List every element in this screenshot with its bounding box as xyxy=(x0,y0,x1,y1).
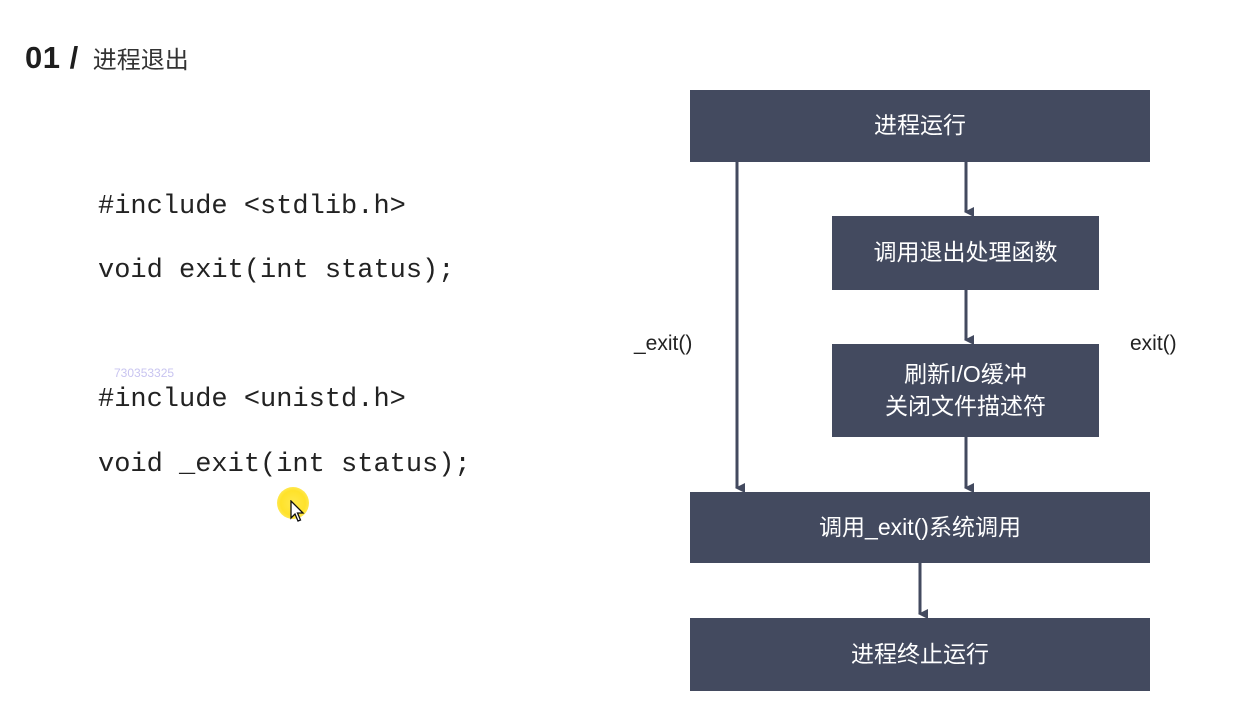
watermark: 730353325 xyxy=(114,366,175,380)
label-exit: exit() xyxy=(1130,332,1177,355)
box-flush-and-close: 刷新I/O缓冲 关闭文件描述符 xyxy=(832,344,1099,437)
box-flush-line1: 刷新I/O缓冲 xyxy=(904,361,1027,388)
section-title: 进程退出 xyxy=(92,47,189,74)
box-process-running: 进程运行 xyxy=(690,90,1150,162)
box-call-exit-syscall: 调用_exit()系统调用 xyxy=(690,492,1150,563)
code-line-include-stdlib: #include <stdlib.h> xyxy=(98,192,406,222)
box-process-terminated: 进程终止运行 xyxy=(690,618,1150,691)
code-line-exit-signature: void exit(int status); xyxy=(98,256,455,286)
label-underscore-exit: _exit() xyxy=(634,332,693,355)
code-line-underscore-exit-signature: void _exit(int status); xyxy=(98,450,471,480)
page-title: 01 / 进程退出 xyxy=(25,40,189,76)
box-call-exit-handlers: 调用退出处理函数 xyxy=(832,216,1099,290)
box-flush-line2: 关闭文件描述符 xyxy=(885,392,1046,419)
code-line-include-unistd: #include <unistd.h> xyxy=(98,385,406,415)
mouse-cursor-icon xyxy=(290,500,305,522)
section-number: 01 / xyxy=(25,40,79,75)
